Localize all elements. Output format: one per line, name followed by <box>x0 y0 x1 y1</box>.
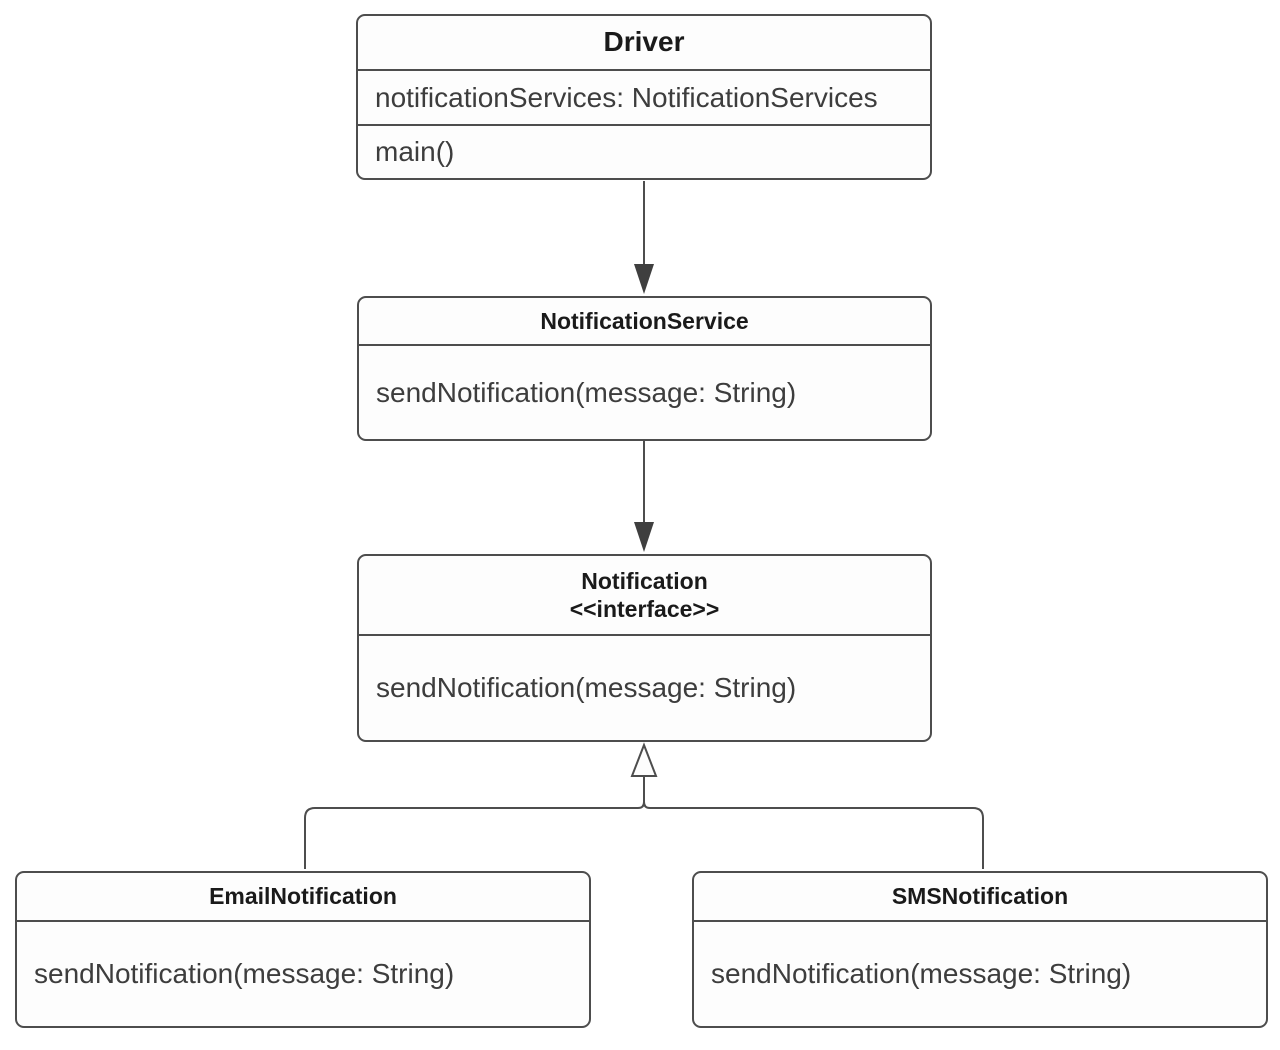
arrowhead-hollow-triangle-icon <box>630 742 658 777</box>
interface-stereotype: <<interface>> <box>569 596 720 622</box>
class-notification-service[interactable]: NotificationService sendNotification(mes… <box>357 296 932 441</box>
class-driver-methods: main() <box>358 124 930 178</box>
class-driver-attributes: notificationServices: NotificationServic… <box>358 69 930 124</box>
interface-name: Notification <box>581 567 708 594</box>
class-email-notification-methods: sendNotification(message: String) <box>17 920 589 1026</box>
method-send-notification: sendNotification(message: String) <box>34 958 455 990</box>
edge-driver-to-service[interactable] <box>634 181 654 294</box>
method-send-notification: sendNotification(message: String) <box>711 958 1132 990</box>
class-notification-interface-methods: sendNotification(message: String) <box>359 634 930 740</box>
attribute-notification-services: notificationServices: NotificationServic… <box>375 81 878 113</box>
class-sms-notification-title: SMSNotification <box>891 883 1069 910</box>
class-email-notification-title: EmailNotification <box>209 883 397 910</box>
class-notification-service-methods: sendNotification(message: String) <box>359 344 930 439</box>
method-send-notification: sendNotification(message: String) <box>376 376 797 408</box>
class-sms-notification-methods: sendNotification(message: String) <box>694 920 1266 1026</box>
arrowhead-solid-icon <box>634 522 654 552</box>
class-notification-interface[interactable]: Notification <<interface>> sendNotificat… <box>357 554 932 742</box>
class-notification-service-title: NotificationService <box>540 307 749 334</box>
method-send-notification: sendNotification(message: String) <box>376 672 797 704</box>
class-driver-title: Driver <box>603 26 685 58</box>
method-main: main() <box>375 136 455 168</box>
edge-service-to-interface[interactable] <box>634 441 654 552</box>
edge-generalization-branch[interactable] <box>304 742 984 869</box>
class-email-notification[interactable]: EmailNotification sendNotification(messa… <box>15 871 591 1028</box>
arrowhead-solid-icon <box>634 264 654 294</box>
class-notification-interface-title: Notification <<interface>> <box>359 556 930 634</box>
class-sms-notification[interactable]: SMSNotification sendNotification(message… <box>692 871 1268 1028</box>
class-driver[interactable]: Driver notificationServices: Notificatio… <box>356 14 932 180</box>
